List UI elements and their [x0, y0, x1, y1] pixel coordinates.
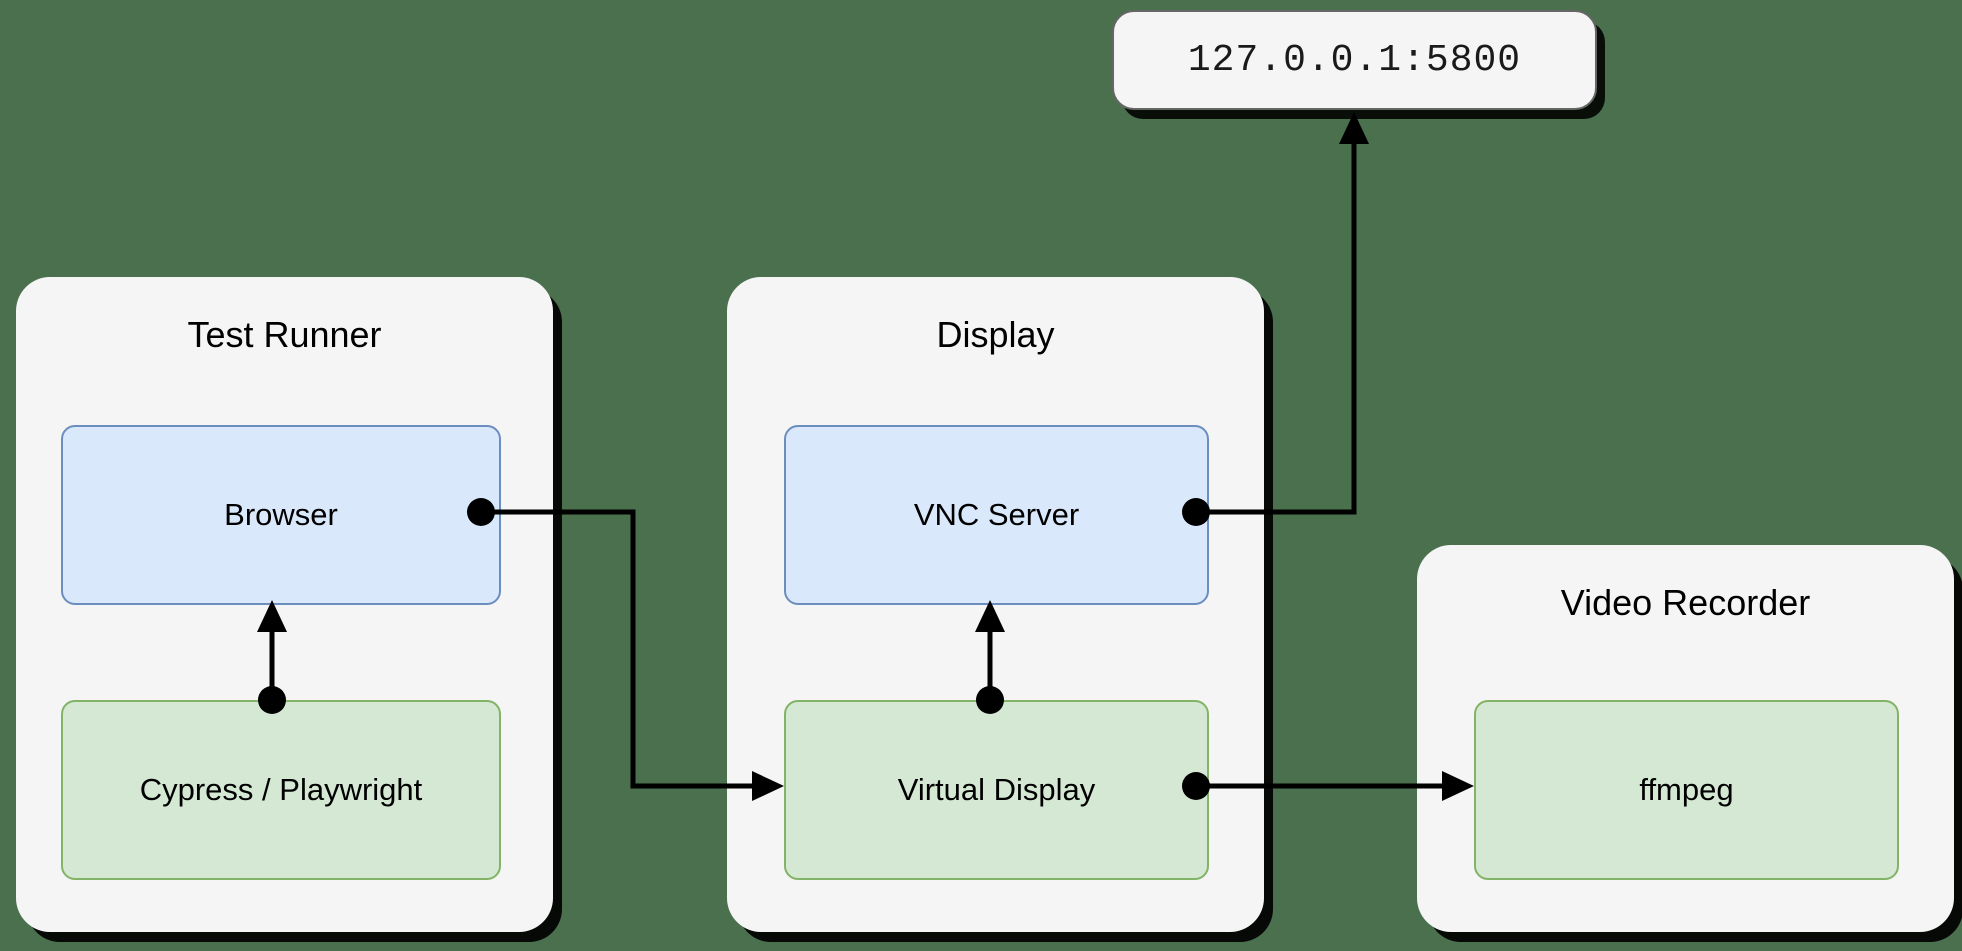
node-cypress-playwright[interactable]: Cypress / Playwright — [61, 700, 501, 880]
node-cypress-playwright-label: Cypress / Playwright — [139, 772, 423, 807]
edge-vnc-server-to-address-arrowhead — [1339, 112, 1369, 144]
node-browser[interactable]: Browser — [61, 425, 501, 605]
container-video-recorder[interactable]: Video Recorder ffmpeg — [1417, 545, 1954, 932]
container-test-runner[interactable]: Test Runner Browser Cypress / Playwright — [16, 277, 553, 932]
container-display-title: Display — [936, 314, 1055, 355]
container-test-runner-title: Test Runner — [187, 314, 382, 355]
node-browser-label: Browser — [224, 497, 338, 532]
vnc-address-chip[interactable]: 127.0.0.1:5800 — [1112, 10, 1597, 110]
node-vnc-server[interactable]: VNC Server — [784, 425, 1209, 605]
node-ffmpeg[interactable]: ffmpeg — [1474, 700, 1899, 880]
vnc-address-label: 127.0.0.1:5800 — [1187, 38, 1522, 82]
container-video-recorder-title: Video Recorder — [1560, 582, 1811, 623]
node-virtual-display[interactable]: Virtual Display — [784, 700, 1209, 880]
container-display[interactable]: Display VNC Server Virtual Display — [727, 277, 1264, 932]
node-virtual-display-label: Virtual Display — [897, 772, 1096, 807]
node-ffmpeg-label: ffmpeg — [1639, 772, 1734, 807]
node-vnc-server-label: VNC Server — [913, 497, 1080, 532]
